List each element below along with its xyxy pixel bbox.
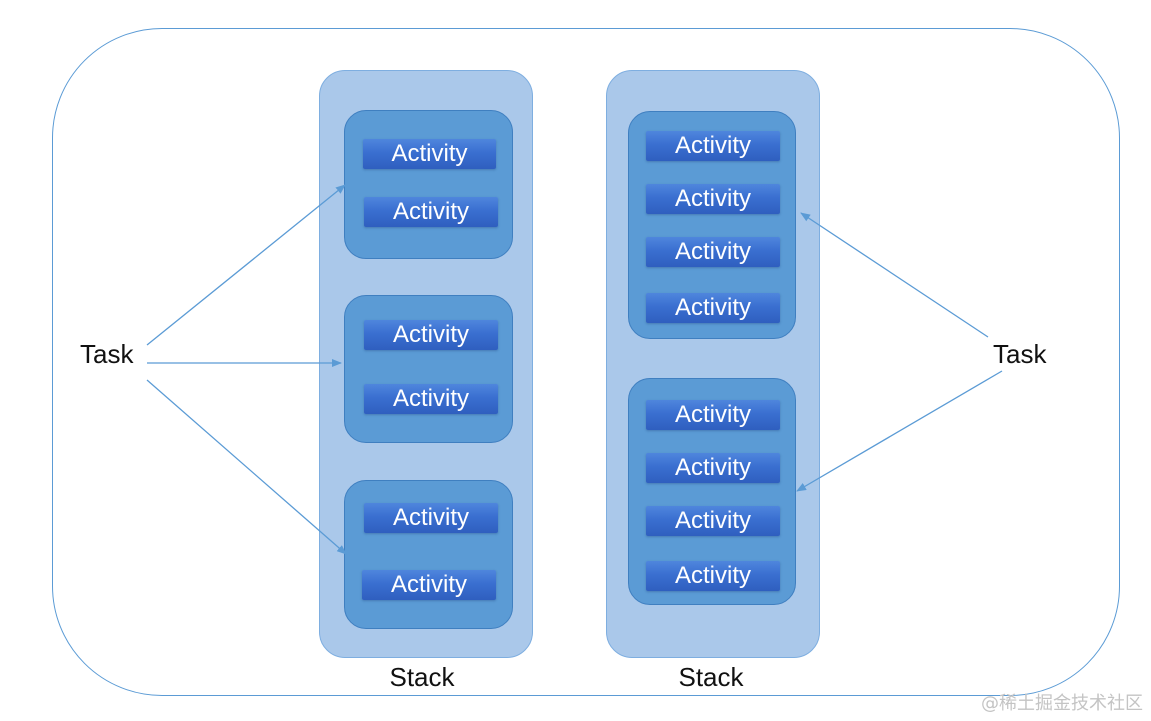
activity-bar: Activity bbox=[646, 131, 780, 161]
task-box bbox=[344, 295, 513, 443]
task-label-left: Task bbox=[80, 339, 134, 369]
activity-bar: Activity bbox=[646, 237, 780, 267]
activity-bar: Activity bbox=[362, 570, 496, 600]
activity-bar: Activity bbox=[364, 503, 498, 533]
outer-frame bbox=[52, 28, 1120, 696]
stack-label: Stack bbox=[678, 662, 744, 692]
activity-bar: Activity bbox=[646, 453, 780, 483]
activity-bar: Activity bbox=[646, 561, 780, 591]
watermark: @稀土掘金技术社区 bbox=[981, 693, 1143, 714]
activity-bar: Activity bbox=[364, 320, 498, 350]
activity-bar: Activity bbox=[364, 384, 498, 414]
stack-label: Stack bbox=[389, 662, 455, 692]
task-label-right: Task bbox=[993, 339, 1047, 369]
activity-bar: Activity bbox=[364, 197, 498, 227]
activity-bar: Activity bbox=[646, 400, 780, 430]
activity-bar: Activity bbox=[646, 293, 780, 323]
task-box bbox=[344, 110, 513, 259]
activity-bar: Activity bbox=[646, 506, 780, 536]
activity-bar: Activity bbox=[363, 139, 496, 169]
activity-bar: Activity bbox=[646, 184, 780, 214]
